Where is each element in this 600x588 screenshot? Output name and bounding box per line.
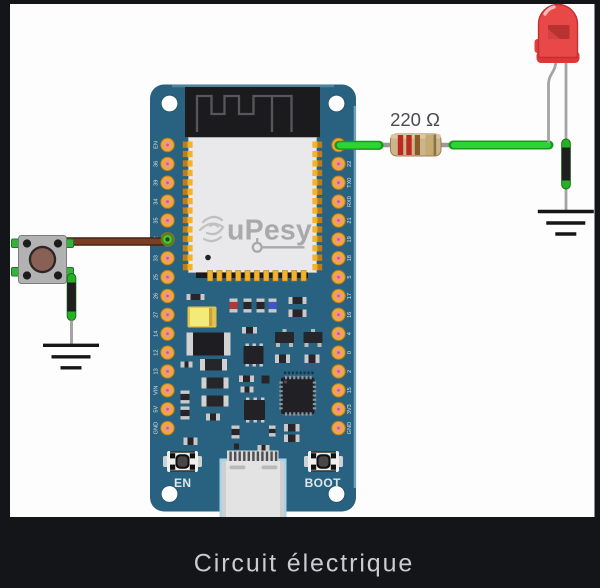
- svg-text:EN: EN: [153, 141, 159, 149]
- svg-text:22: 22: [347, 161, 353, 167]
- svg-text:0: 0: [347, 351, 353, 354]
- svg-text:35: 35: [153, 217, 159, 223]
- svg-text:13: 13: [153, 368, 159, 374]
- svg-text:21: 21: [347, 217, 353, 223]
- svg-text:16: 16: [347, 312, 353, 318]
- svg-text:RX0: RX0: [347, 196, 353, 207]
- svg-text:26: 26: [153, 293, 159, 299]
- svg-text:18: 18: [347, 255, 353, 261]
- svg-text:12: 12: [153, 349, 159, 355]
- svg-text:39: 39: [153, 180, 159, 186]
- svg-text:36: 36: [153, 161, 159, 167]
- svg-text:17: 17: [347, 293, 353, 299]
- svg-text:2: 2: [347, 370, 353, 373]
- svg-text:TX0: TX0: [347, 178, 353, 188]
- svg-text:33: 33: [153, 255, 159, 261]
- svg-text:uPesy: uPesy: [227, 215, 312, 247]
- svg-text:4: 4: [347, 332, 353, 335]
- svg-text:3V3: 3V3: [347, 404, 353, 414]
- svg-text:15: 15: [347, 387, 353, 393]
- svg-text:Circuit électrique: Circuit électrique: [194, 550, 414, 578]
- svg-text:GND: GND: [347, 422, 353, 434]
- svg-text:25: 25: [153, 274, 159, 280]
- svg-text:34: 34: [153, 198, 159, 204]
- svg-text:220 Ω: 220 Ω: [390, 109, 440, 130]
- svg-text:5: 5: [347, 276, 353, 279]
- svg-text:14: 14: [153, 331, 159, 337]
- svg-text:GND: GND: [153, 422, 159, 434]
- svg-text:19: 19: [347, 236, 353, 242]
- svg-text:EN: EN: [174, 476, 191, 490]
- svg-text:BOOT: BOOT: [305, 476, 342, 490]
- svg-text:VIN: VIN: [153, 386, 159, 395]
- svg-text:5V: 5V: [153, 406, 159, 413]
- svg-text:27: 27: [153, 312, 159, 318]
